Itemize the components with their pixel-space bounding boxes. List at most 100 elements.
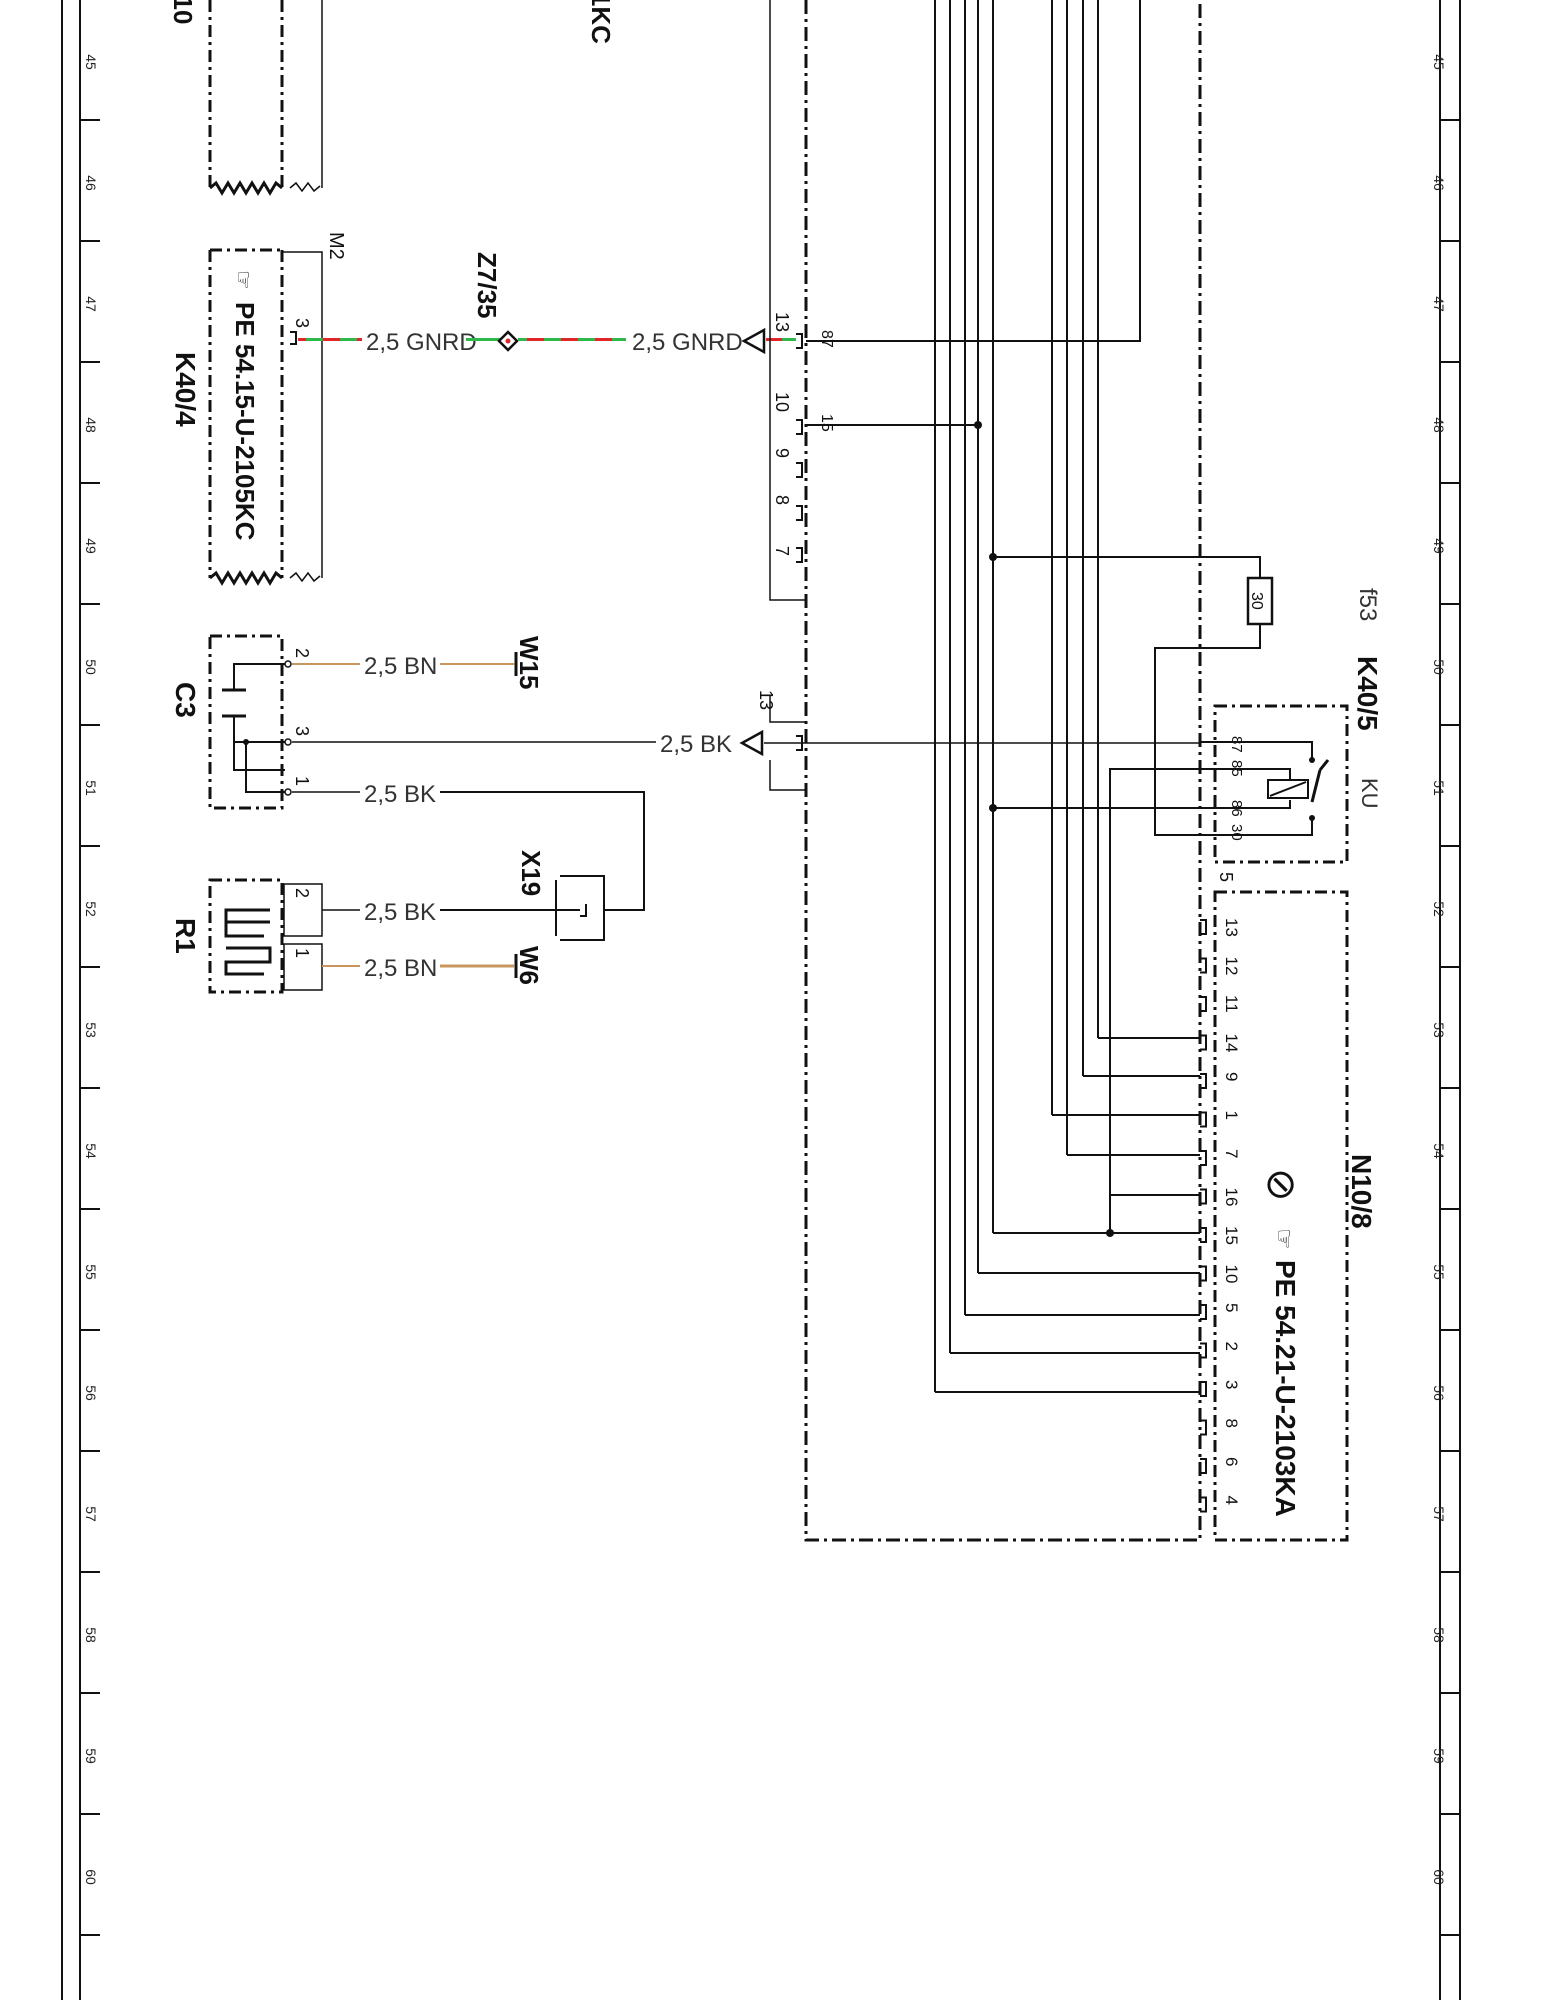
ruler-row-number: 59 — [83, 1748, 99, 1764]
internal-buses — [806, 0, 1200, 1393]
r1: R1 2 1 — [170, 878, 323, 994]
ruler-row-number: 58 — [83, 1627, 99, 1643]
n10-8-ref: PE 54.21-U-2103KA — [1270, 1260, 1301, 1517]
x19-name: X19 — [516, 850, 546, 896]
n10-8-extra: 5 — [1216, 872, 1236, 882]
n10-8-pin-marker — [1200, 1496, 1207, 1513]
ruler-row-number: 53 — [1431, 1022, 1447, 1038]
ruler-row-number: 57 — [1431, 1506, 1447, 1522]
hand-icon: ☞ — [231, 270, 256, 290]
ruler-row-number: 55 — [83, 1264, 99, 1280]
n10-8-pin-label: 2 — [1222, 1342, 1241, 1351]
ruler-row-number: 53 — [83, 1022, 99, 1038]
k40-4-tag: M2 — [325, 232, 347, 260]
c3-pin-2: 2 — [292, 648, 312, 658]
n10-8-pin-marker — [1200, 1458, 1207, 1474]
n10-8-pin-label: 9 — [1222, 1072, 1241, 1081]
k40-4-ref: PE 54.15-U-2105KC — [230, 302, 260, 541]
wire-gnrd-2: 2,5 GNRD — [518, 327, 796, 356]
n10-8-name: N10/8 — [1346, 1154, 1377, 1229]
top-module-name: 10 — [168, 0, 198, 24]
n10-8-pin-marker — [1200, 1188, 1207, 1205]
ruler-row-number: 54 — [1431, 1143, 1447, 1159]
n10-8-pin-marker — [1200, 1381, 1207, 1397]
ruler-row-number: 57 — [83, 1506, 99, 1522]
n10-8-pin-marker — [1200, 1073, 1207, 1089]
bus-junctions — [974, 421, 1114, 1237]
wire-bk-r1-2-label: 2,5 BK — [364, 899, 436, 926]
n10-8-pin-label: 12 — [1222, 957, 1241, 976]
wire-gnrd-1: 2,5 GNRD — [298, 329, 504, 356]
ruler-row-number: 47 — [83, 296, 99, 312]
wire-gnrd-2-label: 2,5 GNRD — [632, 329, 743, 356]
ruler-row-number: 51 — [1431, 780, 1447, 796]
wire-bk-c3-3-label: 2,5 BK — [660, 731, 732, 758]
wire-gnrd-1-label: 2,5 GNRD — [366, 329, 477, 356]
n10-8-pin-label: 14 — [1222, 1034, 1241, 1053]
z7-35-splice: Z7/35 — [472, 252, 519, 352]
top-module-code: 7.61-U-2101KC — [586, 0, 616, 44]
wire-bk-c3-3: 2,5 BK — [292, 729, 1200, 758]
wire-bn-w15: 2,5 BN W15 — [292, 636, 544, 689]
ruler-row-number: 52 — [1431, 901, 1447, 917]
wire-bk-c3-1-label: 2,5 BK — [364, 781, 436, 808]
n10-8-pin-label: 6 — [1222, 1457, 1241, 1466]
ruler-row-number: 47 — [1431, 296, 1447, 312]
n10-8-pin-marker — [1200, 1034, 1207, 1051]
ruler-row-number: 49 — [1431, 538, 1447, 554]
n10-8-pin-label: 10 — [1222, 1265, 1241, 1284]
k40-4: M2 ☞ PE 54.15-U-2105KC K40/4 3 — [170, 232, 347, 586]
ruler-row-number: 56 — [83, 1385, 99, 1401]
c3-pin-1: 1 — [292, 776, 312, 786]
wire-bk-c3-1: 2,5 BK — [292, 781, 645, 911]
n10-8-pin-label: 11 — [1222, 995, 1241, 1013]
k40-4-pin: 3 — [292, 318, 312, 328]
r1-pin-2: 2 — [292, 888, 312, 898]
ruler-row-number: 54 — [83, 1143, 99, 1159]
k40-5-relay: 87 85 86 30 K40/5 KU — [1109, 656, 1383, 1195]
sam-pin-13b: 13 — [756, 690, 776, 710]
ruler-row-number: 48 — [83, 417, 99, 433]
ruler-row-number: 45 — [1431, 54, 1447, 70]
sam-pin-13: 13 — [772, 312, 792, 332]
sam-inner-87: 87 — [818, 330, 835, 348]
k40-5-pin-30: 30 — [1228, 824, 1245, 841]
wire-bn-w6: 2,5 BN W6 — [322, 946, 544, 985]
r1-pin-1: 1 — [292, 948, 312, 958]
sam-inner-15: 15 — [818, 414, 835, 432]
w15-name: W15 — [514, 636, 544, 689]
k40-5-sub: KU — [1357, 778, 1382, 809]
ruler-row-number: 55 — [1431, 1264, 1447, 1280]
top-module: 7.61-U-2101KC 10 — [168, 0, 616, 196]
n10-8-pin-marker — [1200, 1419, 1207, 1436]
ruler-row-number: 60 — [1431, 1869, 1447, 1885]
n10-8-pin-label: 4 — [1222, 1496, 1241, 1505]
target-icon: ⊘ — [1259, 1168, 1303, 1202]
ruler-row-number: 48 — [1431, 417, 1447, 433]
k40-4-name: K40/4 — [170, 352, 201, 427]
wire-bn-w6-label: 2,5 BN — [364, 955, 437, 982]
f53-name: f53 — [1354, 588, 1381, 621]
ruler-row-number: 50 — [1431, 659, 1447, 675]
f53-value: 30 — [1248, 592, 1265, 610]
n10-8-pin-marker — [1200, 1227, 1207, 1243]
ruler-row-number: 58 — [1431, 1627, 1447, 1643]
sam-connector: 13 10 9 8 7 13 87 15 — [756, 0, 835, 791]
n10-8-pin-marker — [1200, 1342, 1207, 1359]
right-ruler — [1439, 0, 1461, 2000]
k40-5-name: K40/5 — [1352, 656, 1383, 731]
x19: X19 — [516, 850, 605, 941]
sam-pin-9: 9 — [772, 448, 792, 458]
n10-8-pin-marker — [1200, 1304, 1207, 1320]
ruler-row-number: 50 — [83, 659, 99, 675]
ruler-row-number: 52 — [83, 901, 99, 917]
ruler-ticks — [80, 119, 1460, 1936]
z7-35-name: Z7/35 — [472, 252, 502, 319]
n10-8-pin-marker — [1200, 957, 1207, 974]
left-ruler — [61, 0, 81, 2000]
n10-8-pin-label: 1 — [1222, 1111, 1241, 1120]
n10-8-pin-label: 7 — [1222, 1149, 1241, 1158]
